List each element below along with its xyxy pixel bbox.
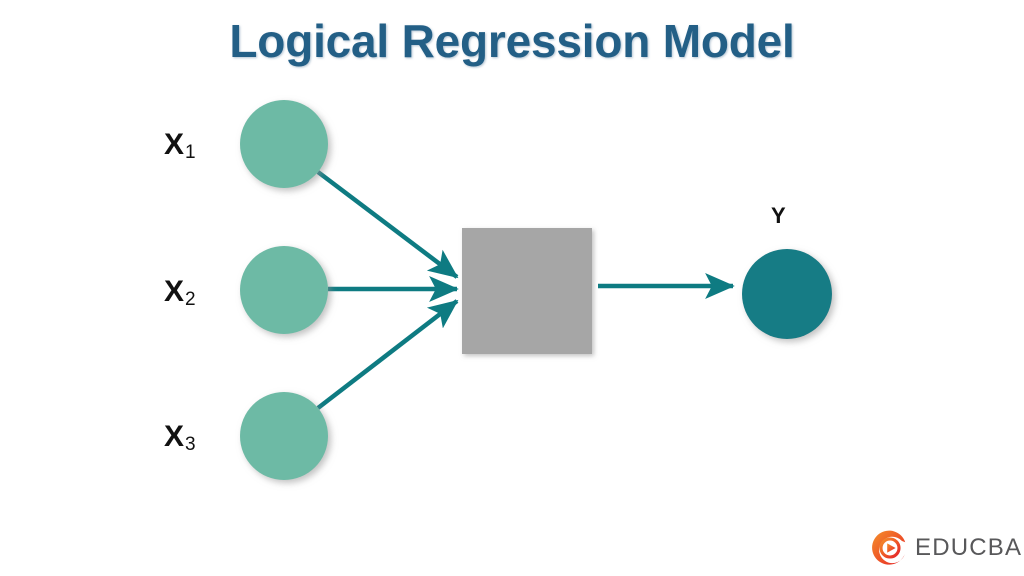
label-base-x1: X [164, 128, 185, 161]
label-sub-x1: 1 [185, 142, 196, 163]
edge-x3-to-process [316, 299, 459, 410]
input-node-x2[interactable] [240, 246, 328, 334]
label-base-x2: X [164, 275, 185, 308]
label-base-x3: X [164, 420, 185, 453]
page-title: Logical Regression Model [229, 15, 795, 67]
educba-logo: EDUCBA [872, 527, 1021, 569]
input-node-x1[interactable] [240, 100, 328, 188]
input-node-label-x1: X1 [164, 128, 196, 163]
process-box[interactable] [462, 228, 592, 354]
edge-x1-to-process [316, 170, 459, 279]
input-node-group [240, 100, 328, 480]
input-node-x3[interactable] [240, 392, 328, 480]
input-node-label-x3: X3 [164, 420, 196, 455]
output-node-label-y: Y [771, 203, 786, 228]
edge-group-inputs [316, 170, 459, 410]
educba-logo-text: EDUCBA [915, 534, 1023, 561]
educba-swirl-icon [872, 530, 906, 565]
label-sub-x3: 3 [185, 434, 196, 455]
label-sub-x2: 2 [185, 289, 196, 310]
output-node-y[interactable] [742, 249, 832, 339]
input-node-label-x2: X2 [164, 275, 196, 310]
